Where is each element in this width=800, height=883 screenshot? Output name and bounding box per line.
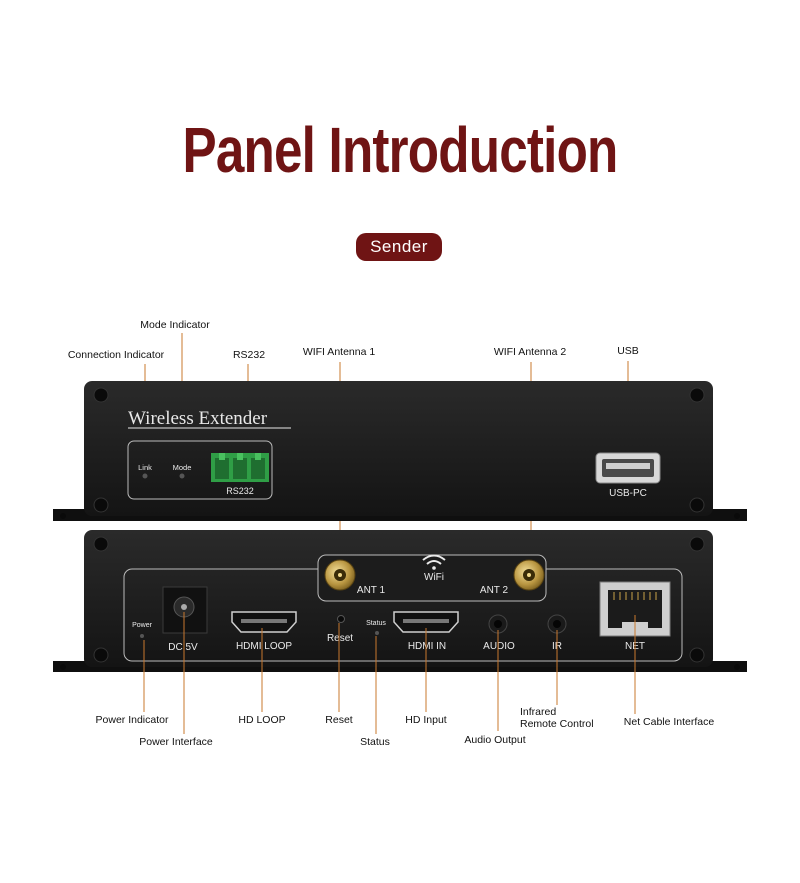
mode-led [179,473,185,479]
page-title: Panel Introduction [182,114,618,186]
rear-panel: WiFi ANT 1 ANT 2 Power DC 5V HDMI LOOP [53,530,747,672]
callout-power-indicator: Power Indicator [95,714,169,726]
callout-infrared-line1: Infrared [520,706,557,718]
rs232-terminal[interactable] [211,453,269,482]
audio-label: AUDIO [483,641,515,652]
front-panel: Wireless Extender Link Mode RS232 USB-PC [53,381,747,521]
dc-jack[interactable] [162,586,208,634]
callout-connection-indicator: Connection Indicator [67,349,165,361]
reset-button[interactable] [337,615,345,623]
power-led-label: Power [132,622,153,629]
callout-audio-output: Audio Output [464,734,526,746]
callout-reset: Reset [325,714,353,726]
ant1-label: ANT 1 [357,585,386,596]
callout-wifi-antenna-2: WIFI Antenna 2 [493,346,567,358]
callout-hd-loop: HD LOOP [238,714,286,726]
hdmi-in-port[interactable] [393,611,459,633]
mode-led-label: Mode [173,463,192,472]
ant1-connector[interactable] [324,559,356,591]
hdmi-in-label: HDMI IN [408,641,446,652]
callout-mode-indicator: Mode Indicator [140,319,210,331]
brand-label: Wireless Extender [128,408,268,429]
ant2-label: ANT 2 [480,585,509,596]
ant2-connector[interactable] [513,559,545,591]
callout-lines-bottom [143,612,636,734]
wifi-icon [422,554,446,570]
callout-usb: USB [617,345,639,357]
wifi-label: WiFi [424,572,444,583]
audio-jack[interactable] [488,614,508,634]
usb-port-label: USB-PC [609,488,647,499]
callout-infrared-line2: Remote Control [520,718,594,730]
rs232-port-label: RS232 [226,486,254,496]
callout-status: Status [360,736,390,748]
status-label: Status [366,620,386,627]
hdmi-loop-port[interactable] [231,611,297,633]
status-led [375,631,379,635]
reset-label: Reset [327,633,353,644]
callout-wifi-antenna-1: WIFI Antenna 1 [302,346,376,358]
dc-label: DC 5V [168,642,198,653]
power-led [140,634,144,638]
link-led-label: Link [138,463,152,472]
callout-net-cable-interface: Net Cable Interface [623,716,715,728]
callout-hd-input: HD Input [405,714,447,726]
link-led [142,473,148,479]
callout-rs232: RS232 [232,349,266,361]
callout-power-interface: Power Interface [139,736,213,748]
usb-port[interactable] [595,452,661,484]
sender-badge: Sender [356,233,442,261]
hdmi-loop-label: HDMI LOOP [236,641,292,652]
